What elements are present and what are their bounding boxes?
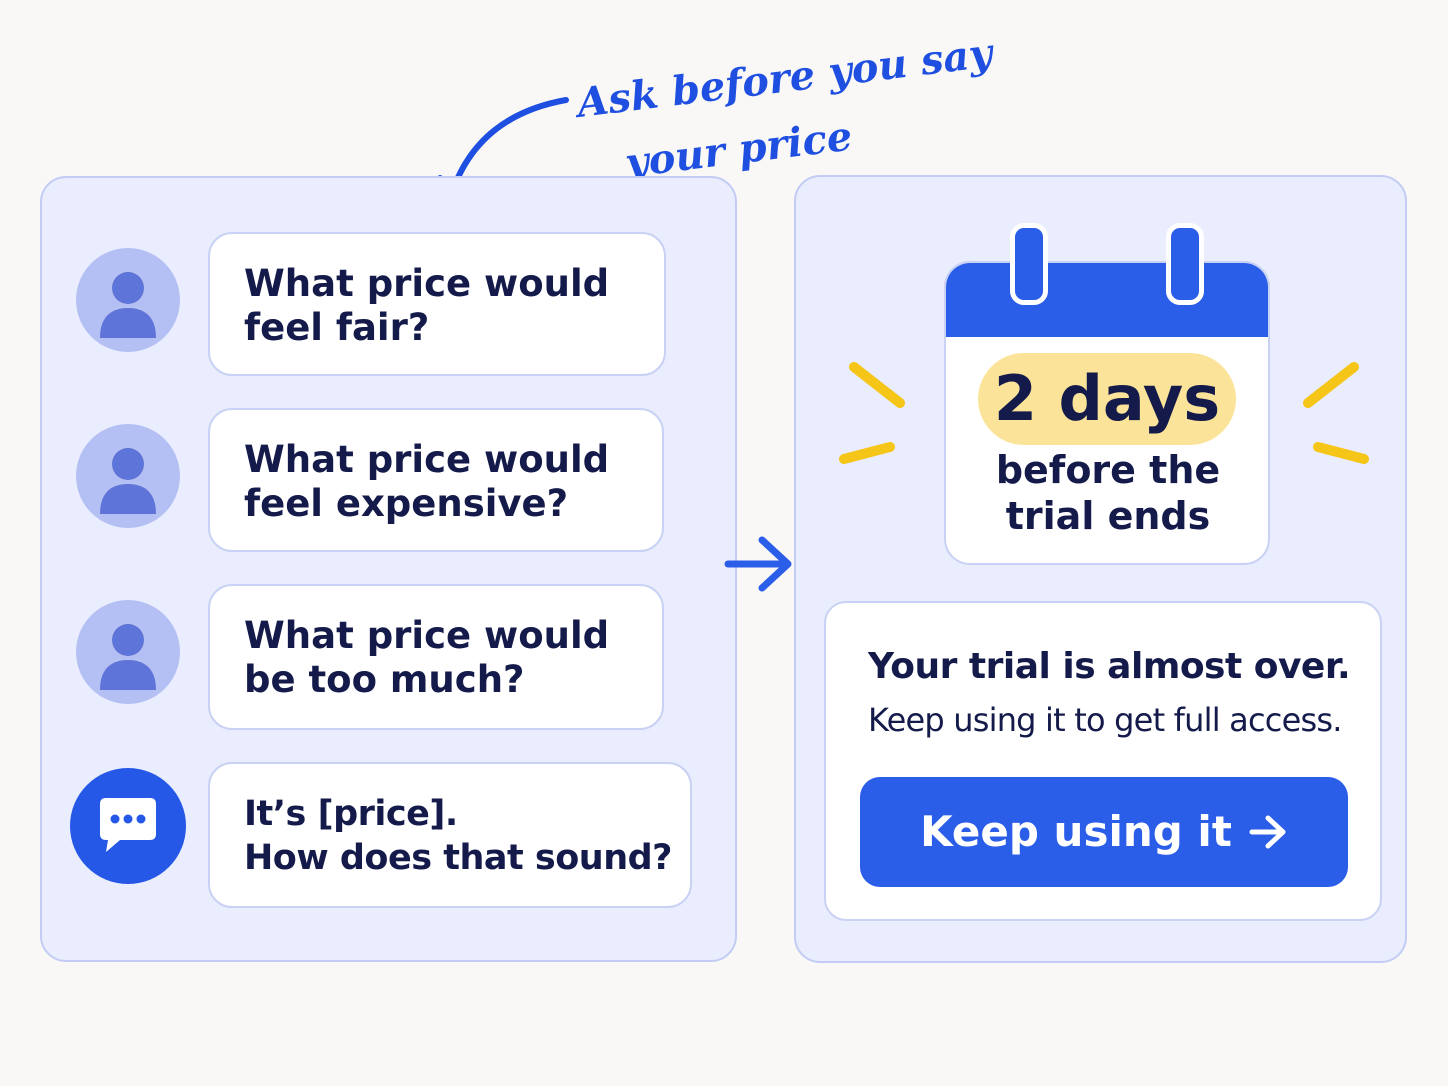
days-remaining: 2 days	[993, 362, 1221, 435]
bot-reply-line-2: How does that sound?	[244, 838, 672, 878]
calendar-ring	[1010, 223, 1048, 305]
trial-panel: 2 days before the trial ends Your trial …	[794, 175, 1407, 963]
question-line-2: feel expensive?	[244, 482, 569, 525]
sparkle-icon	[839, 362, 1369, 464]
question-line-2: feel fair?	[244, 306, 430, 349]
user-avatar	[76, 600, 180, 704]
question-line-2: be too much?	[244, 658, 525, 701]
bot-reply-line-1: It’s [price].	[244, 794, 458, 834]
question-line-1: What price would	[244, 614, 610, 657]
question-bubble: What price would feel expensive?	[208, 408, 664, 552]
annotation-line-1: Ask before you say	[574, 29, 995, 127]
question-bubble: What price would be too much?	[208, 584, 664, 730]
keep-using-button[interactable]: Keep using it	[860, 777, 1348, 887]
days-caption: before the trial ends	[956, 447, 1260, 539]
trial-body: Keep using it to get full access.	[868, 701, 1342, 739]
question-line-1: What price would	[244, 262, 610, 305]
question-line-1: What price would	[244, 438, 610, 481]
user-avatar	[76, 424, 180, 528]
questions-panel: What price would feel fair? What price w…	[40, 176, 737, 962]
keep-using-button-label: Keep using it	[920, 807, 1232, 856]
days-highlight	[978, 353, 1236, 445]
arrow-right-icon	[1249, 815, 1286, 848]
trial-card: Your trial is almost over. Keep using it…	[824, 601, 1382, 921]
chat-dots-icon	[100, 798, 156, 852]
days-caption-line-2: trial ends	[1005, 494, 1211, 538]
bot-avatar	[70, 768, 186, 884]
calendar-ring	[1166, 223, 1204, 305]
user-icon	[100, 448, 156, 514]
annotation-line-2: your price	[622, 112, 855, 187]
days-caption-line-1: before the	[995, 448, 1221, 492]
trial-title: Your trial is almost over.	[868, 646, 1351, 687]
user-icon	[100, 624, 156, 690]
question-bubble: What price would feel fair?	[208, 232, 666, 376]
bot-reply-bubble: It’s [price]. How does that sound?	[208, 762, 692, 908]
arrow-right-icon	[724, 536, 792, 592]
user-avatar	[76, 248, 180, 352]
user-icon	[100, 272, 156, 338]
annotation-note: Ask before you say your price	[575, 29, 995, 187]
calendar-header	[946, 263, 1268, 337]
